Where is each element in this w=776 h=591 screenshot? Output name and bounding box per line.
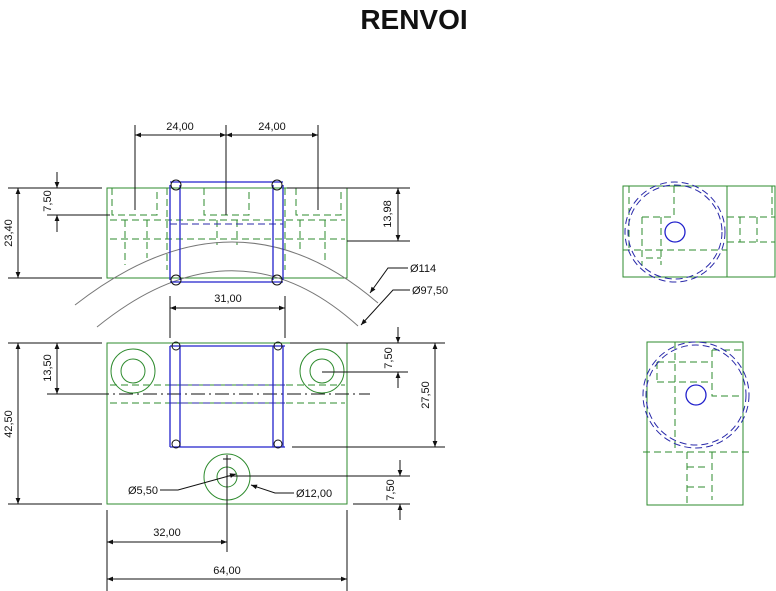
dim-23-40: 23,40 [3, 219, 15, 247]
dim-dia-114: Ø114 [410, 263, 436, 275]
dim-dia-97-50: Ø97,50 [412, 285, 448, 297]
outer-arc [74, 241, 379, 306]
side-view-bottom [642, 341, 752, 506]
drawing-title: RENVOI [360, 4, 468, 35]
dim-dia-5-50: Ø5,50 [128, 485, 158, 497]
dim-24-left: 24,00 [166, 121, 194, 133]
dim-27-50: 27,50 [420, 381, 432, 409]
top-view-outline [106, 187, 348, 279]
dim-64: 64,00 [213, 565, 241, 577]
dim-7-50-top: 7,50 [42, 190, 54, 211]
dim-dia-12: Ø12,00 [296, 488, 332, 500]
top-view: 24,00 24,00 23,40 7,50 13,98 Ø114 Ø97,50… [3, 121, 448, 338]
dim-7-50-bottom: 7,50 [385, 479, 397, 500]
dim-24-right: 24,00 [258, 121, 286, 133]
dim-42-50: 42,50 [3, 410, 15, 438]
dim-7-50-right: 7,50 [383, 347, 395, 368]
shaft-front [169, 341, 285, 449]
inner-arc [96, 270, 359, 328]
top-view-hidden-lines [110, 188, 345, 270]
side-view-top [622, 181, 776, 283]
dim-31: 31,00 [214, 293, 242, 305]
dim-13-50: 13,50 [42, 354, 54, 382]
front-view: 42,50 13,50 7,50 27,50 7,50 Ø5,50 Ø12,00… [3, 327, 445, 591]
dim-13-98: 13,98 [382, 200, 394, 228]
dim-32: 32,00 [153, 527, 181, 539]
